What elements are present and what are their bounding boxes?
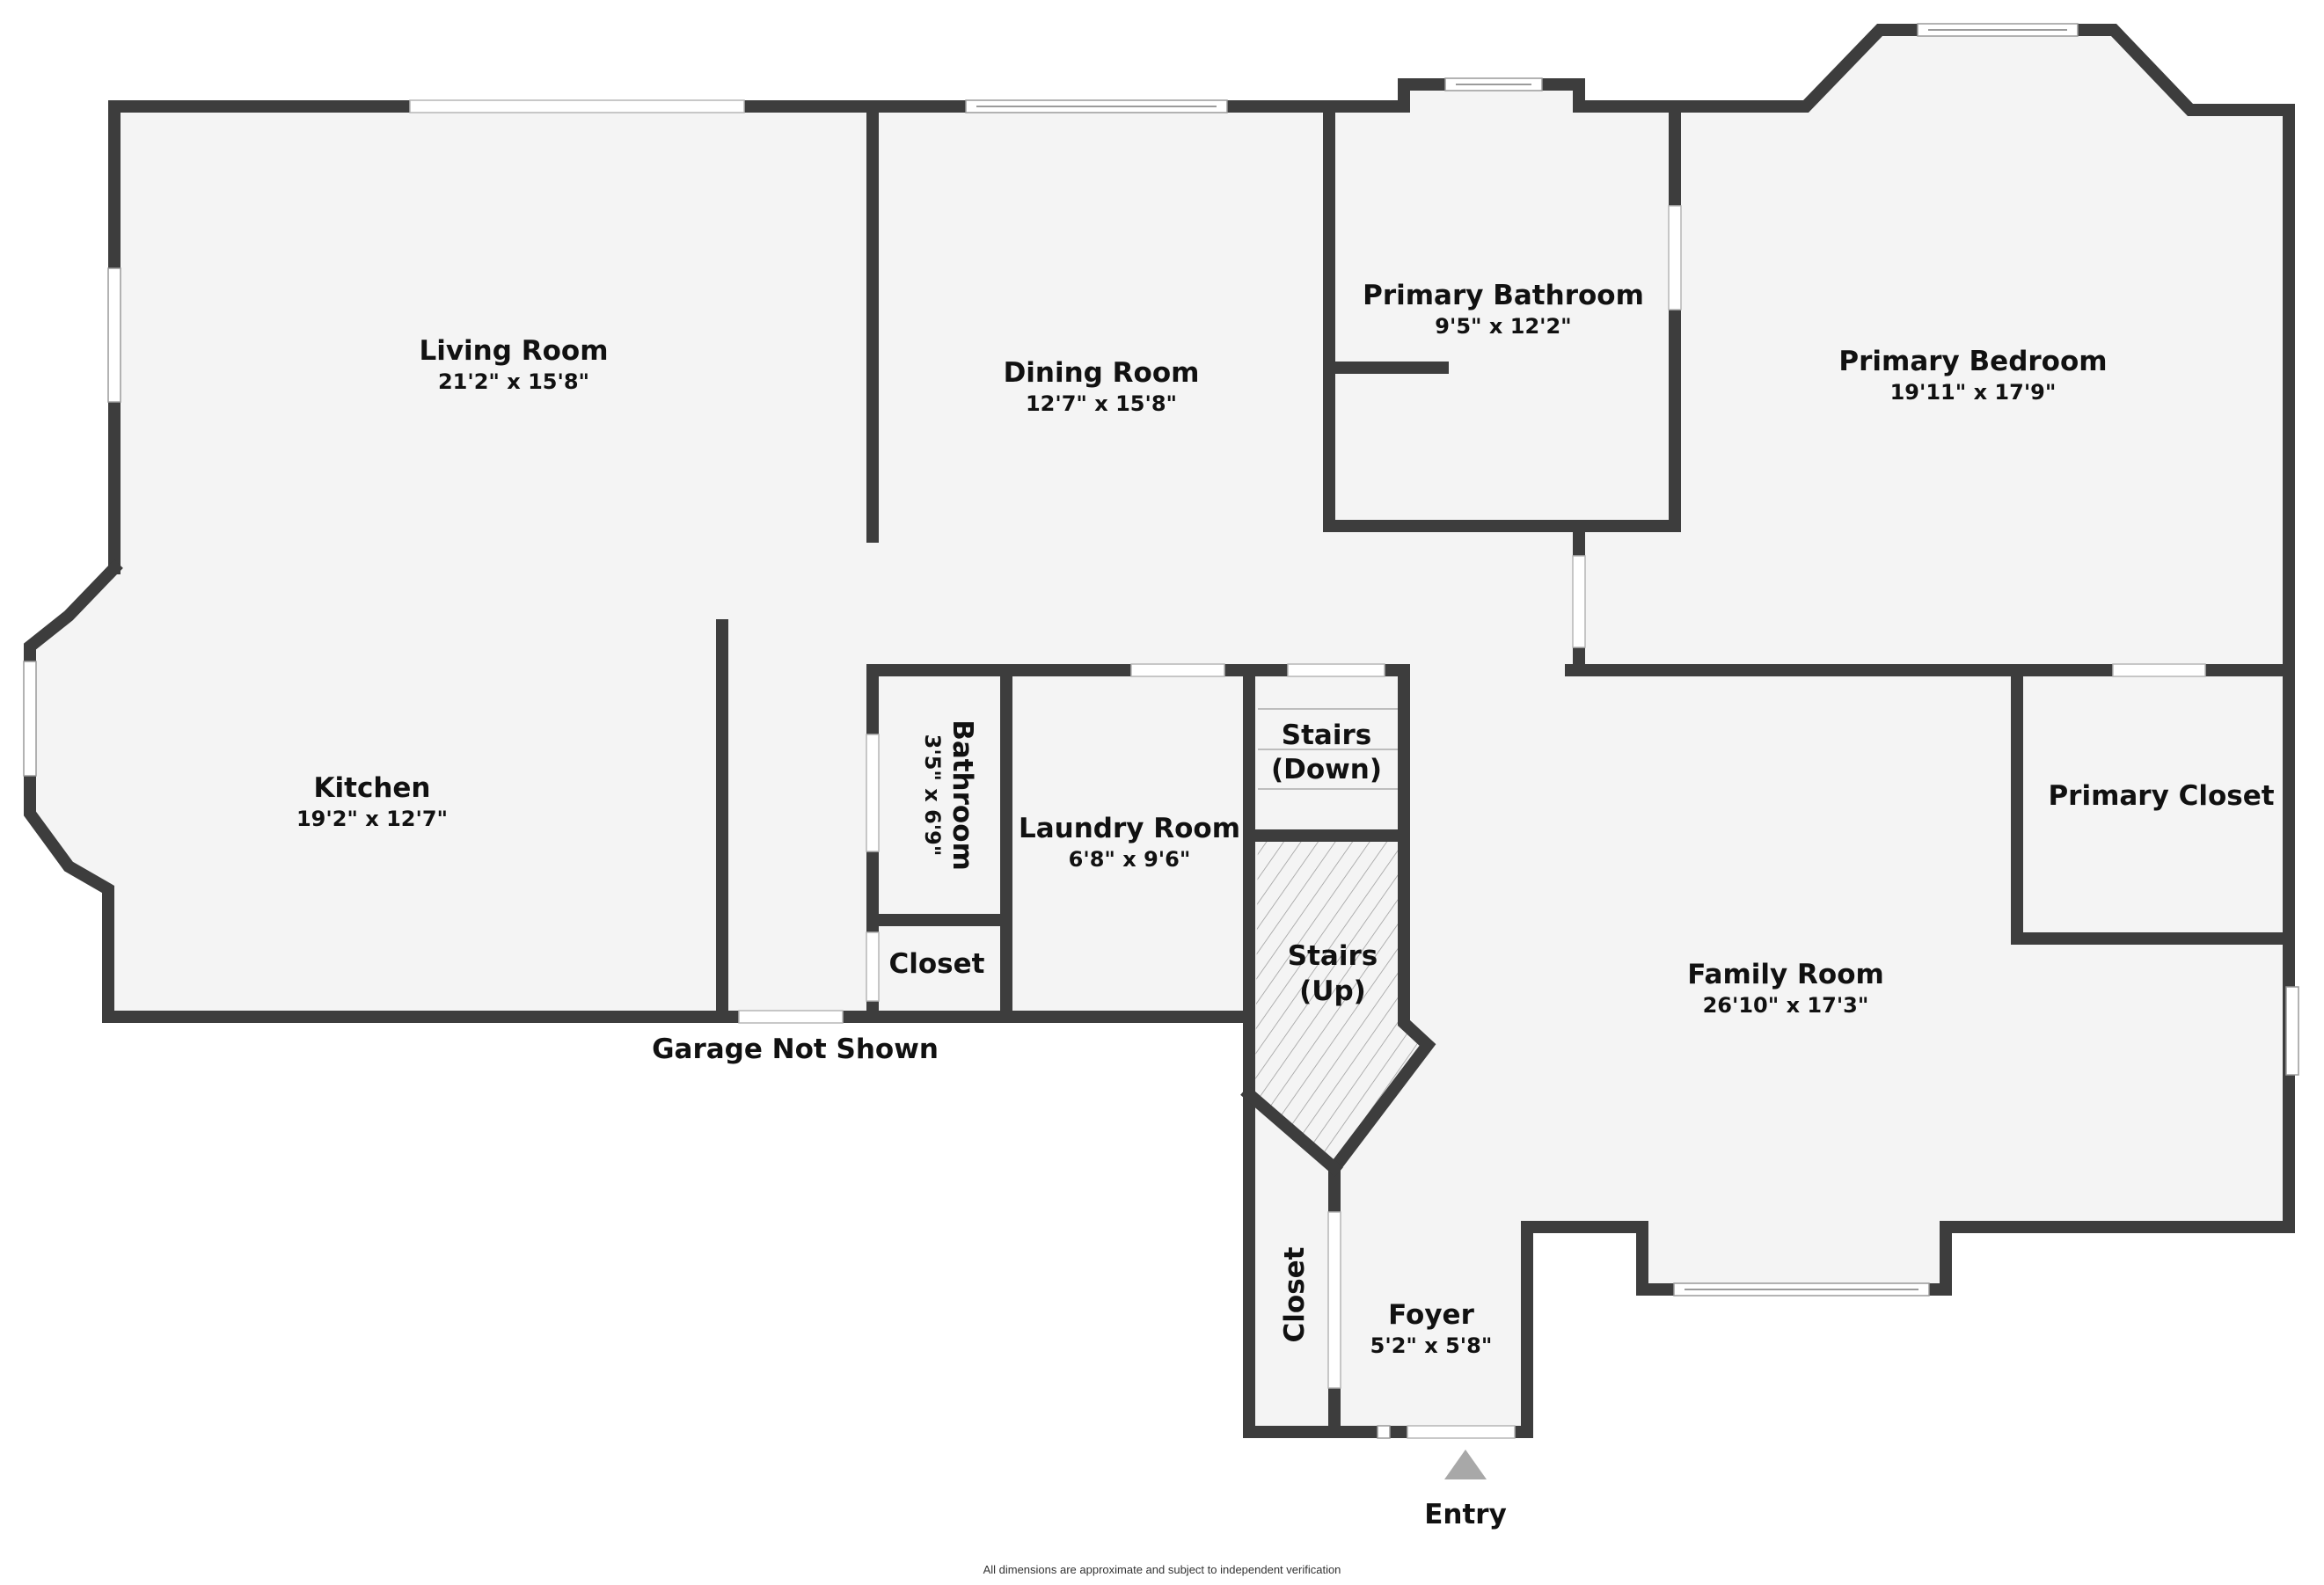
- hall-closet-label: Closet: [889, 948, 985, 980]
- stairs-up[interactable]: [1255, 839, 1421, 1159]
- bathroom-label: Bathroom: [946, 719, 978, 871]
- living-room-window: [409, 99, 745, 113]
- laundry-room-label: Laundry Room: [1019, 813, 1240, 844]
- primary-bedroom-label: Primary Bedroom: [1838, 346, 2107, 377]
- stairs-down-opening: [1287, 663, 1385, 677]
- pbed-door: [1572, 555, 1586, 648]
- openings: [23, 23, 2299, 1439]
- disclaimer-note: All dimensions are approximate and subje…: [983, 1563, 1341, 1576]
- primary-closet-label: Primary Closet: [2048, 780, 2274, 812]
- foyer-closet-label: Closet: [1279, 1246, 1311, 1342]
- pbath-door: [1668, 205, 1682, 310]
- living-room-label: Living Room: [419, 335, 608, 367]
- stairs-down-label: Stairs: [1282, 719, 1371, 751]
- entry-door: [1407, 1425, 1516, 1439]
- kitchen-bay-window: [23, 661, 37, 777]
- family-room-window: [2285, 986, 2299, 1076]
- living-room-side-window: [107, 267, 121, 403]
- primary-bedroom-dims: 19'11" x 17'9": [1890, 380, 2057, 405]
- stairs-down-sub: (Down): [1271, 754, 1382, 785]
- bathroom-dims: 3'5" x 6'9": [920, 734, 945, 857]
- garage-door: [738, 1010, 844, 1024]
- primary-bathroom-dims: 9'5" x 12'2": [1435, 314, 1571, 339]
- living-room-dims: 21'2" x 15'8": [438, 369, 589, 394]
- stairs-up-sub: (Up): [1299, 975, 1366, 1007]
- entry-arrow-icon: [1444, 1450, 1487, 1479]
- foyer-closet-door: [1327, 1211, 1341, 1389]
- garage-not-shown-label: Garage Not Shown: [652, 1034, 939, 1065]
- foyer-dims: 5'2" x 5'8": [1370, 1333, 1493, 1358]
- stairs-up-label: Stairs: [1288, 940, 1378, 972]
- bath-door: [866, 734, 880, 852]
- dining-room-label: Dining Room: [1004, 357, 1200, 389]
- dining-room-dims: 12'7" x 15'8": [1026, 391, 1177, 416]
- family-room-label: Family Room: [1687, 959, 1884, 990]
- foyer-label: Foyer: [1388, 1299, 1474, 1331]
- entry-label: Entry: [1424, 1499, 1507, 1530]
- laundry-room-dims: 6'8" x 9'6": [1069, 847, 1191, 872]
- pcloset-door: [2112, 663, 2206, 677]
- hall-closet-door: [866, 931, 880, 1002]
- family-room-dims: 26'10" x 17'3": [1703, 993, 1869, 1018]
- primary-bathroom-label: Primary Bathroom: [1363, 280, 1644, 311]
- stairs-down[interactable]: [1258, 677, 1399, 833]
- kitchen-label: Kitchen: [313, 772, 430, 804]
- laundry-door: [1130, 663, 1225, 677]
- kitchen-dims: 19'2" x 12'7": [296, 807, 448, 831]
- room-labels: Living Room 21'2" x 15'8" Dining Room 12…: [296, 280, 2275, 1576]
- entry-sidelight: [1377, 1425, 1391, 1439]
